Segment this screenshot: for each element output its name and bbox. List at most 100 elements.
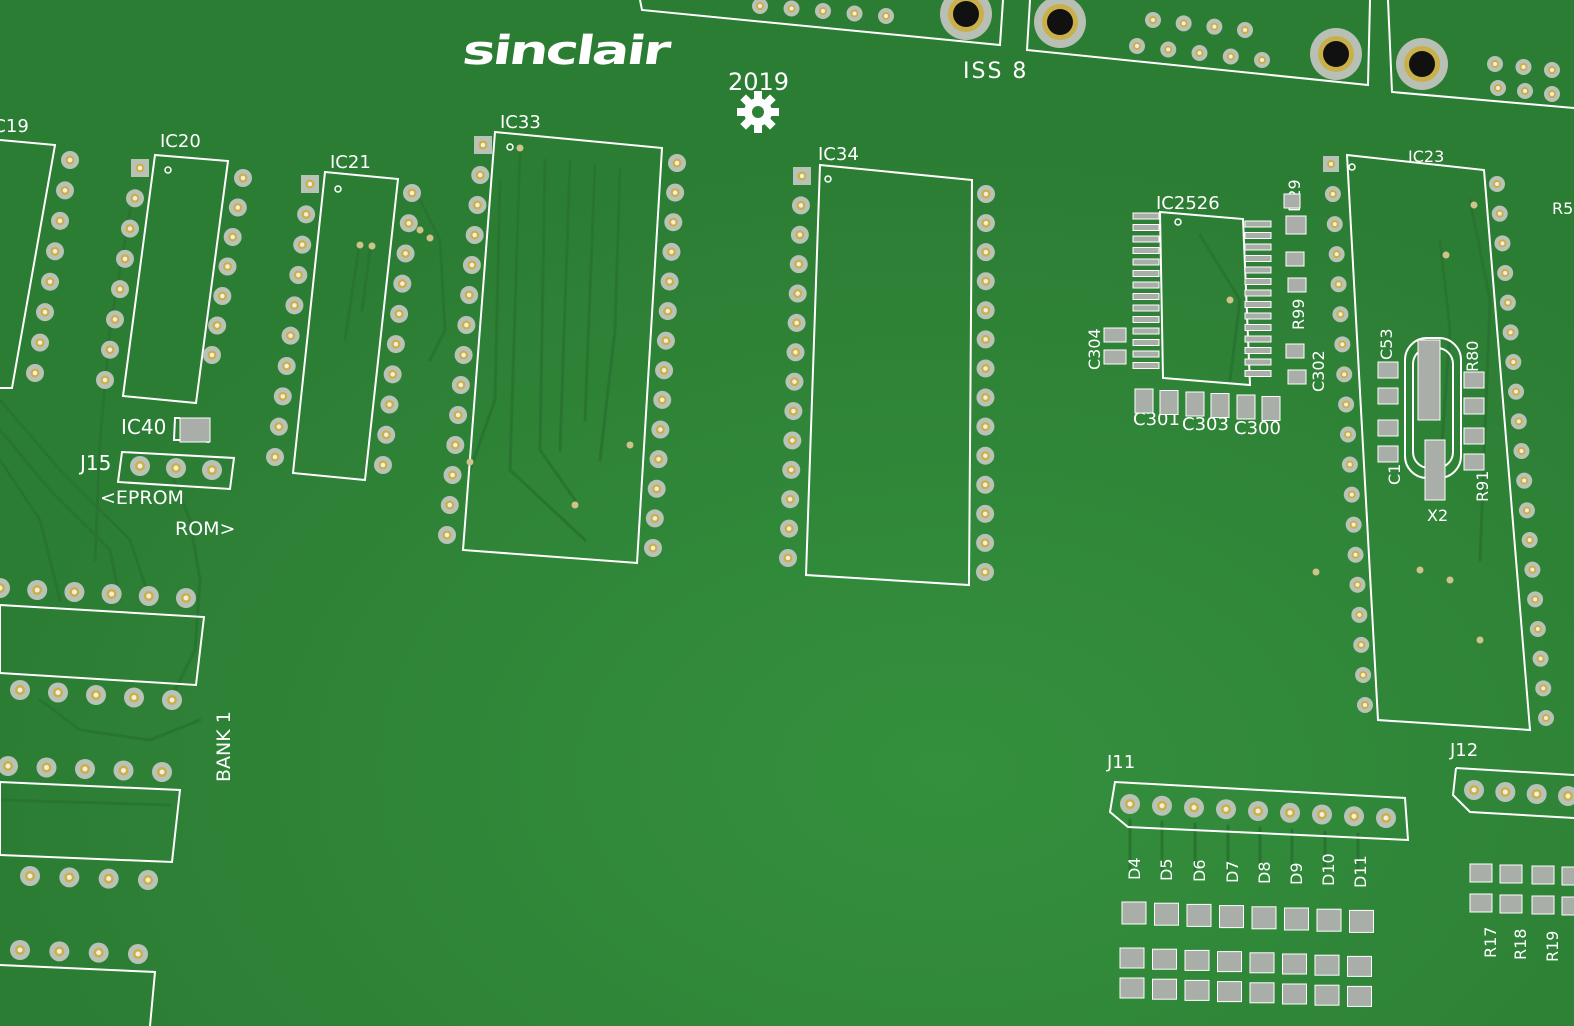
ic23-pin: [1489, 176, 1505, 192]
led-pad: [1249, 952, 1275, 974]
ic21-pin: [301, 175, 319, 193]
ic2526-leg: [1132, 258, 1160, 266]
ic23-pin: [1516, 472, 1533, 489]
ic33-pin: [649, 450, 668, 469]
led-pad: [1282, 983, 1307, 1005]
ic2526-leg: [1244, 220, 1272, 228]
cap-pad: [1261, 396, 1281, 421]
ic23-pin: [1332, 306, 1349, 323]
led-label-d7: D7: [1223, 861, 1242, 884]
j12-pin: [1526, 784, 1547, 804]
top-pin: [1206, 18, 1223, 35]
ic33-pin: [471, 166, 490, 184]
ic23-pin: [1518, 502, 1535, 519]
ic34-pin: [779, 549, 797, 567]
ic33-pin: [468, 196, 487, 214]
led-pad: [1154, 902, 1179, 926]
pin1-marker: [1348, 163, 1356, 171]
c304-label: C304: [1085, 328, 1104, 370]
ic33-pin: [446, 436, 465, 454]
ic19-pin: [61, 151, 79, 169]
j12-pin: [1558, 786, 1574, 806]
bank-pin: [152, 762, 172, 782]
bank-pin: [124, 687, 144, 708]
ic34-pin: [786, 343, 805, 362]
ic34-pin: [976, 504, 995, 523]
ic23-pin: [1497, 265, 1514, 281]
c304-pad: [1103, 349, 1127, 365]
via: [416, 226, 424, 234]
ic2526-leg: [1244, 243, 1272, 251]
pin1-marker: [334, 185, 342, 193]
ic33-pin: [668, 154, 686, 172]
j12-pin: [1495, 782, 1516, 802]
bank-pin: [98, 868, 119, 889]
ic2526-leg: [1132, 224, 1160, 231]
ic19-pin: [56, 181, 74, 200]
resistor-pad: [1469, 893, 1493, 913]
x2-pad: [1424, 439, 1446, 501]
ic2526-label: IC2526: [1156, 193, 1220, 214]
r5-label: R5: [1552, 199, 1573, 218]
ic34-label: IC34: [818, 144, 859, 165]
j11-pin: [1280, 802, 1300, 823]
led-pad: [1217, 981, 1242, 1003]
ic20-pin: [131, 159, 149, 177]
led-pad: [1119, 977, 1145, 999]
j11-pin: [1184, 797, 1204, 818]
r17-label: R17: [1481, 927, 1500, 958]
bank1-label: BANK 1: [213, 711, 235, 782]
ic21-pin: [399, 214, 418, 233]
ic23-pin: [1494, 235, 1511, 252]
c53-label: C53: [1377, 328, 1396, 360]
ic33-pin: [664, 213, 683, 232]
via: [1476, 636, 1484, 644]
top-pin: [1487, 56, 1503, 72]
ic2526-leg: [1132, 281, 1160, 289]
ic33-pin: [647, 479, 666, 498]
ic23-pin: [1338, 396, 1355, 413]
led-pad: [1152, 948, 1177, 970]
ic2526-leg: [1244, 255, 1272, 262]
via: [426, 234, 434, 242]
bank-pin: [59, 867, 80, 888]
ic23-pin: [1499, 294, 1516, 311]
ic20-pin: [111, 280, 129, 299]
ic40-label: IC40: [121, 415, 166, 439]
ic23-pin: [1527, 591, 1544, 608]
ic33-pin: [454, 346, 473, 364]
ic2526-leg: [1132, 362, 1160, 369]
top-pin: [815, 3, 831, 19]
top-connectors: [639, 0, 1574, 109]
ic21-pin: [266, 448, 284, 466]
ic23-pin: [1357, 697, 1373, 713]
c53-pad: [1377, 419, 1399, 437]
ic34-pin: [787, 313, 806, 332]
ic21-pin: [293, 235, 312, 254]
ic33-pin: [449, 406, 468, 424]
r80-pad: [1463, 427, 1485, 445]
ic34-pin: [791, 196, 810, 215]
ic20-pin: [101, 340, 119, 359]
j11-pin: [1344, 806, 1364, 827]
via: [1446, 576, 1454, 584]
j11-pin: [1248, 801, 1268, 821]
resistor-pad: [1469, 863, 1493, 883]
ic23-pin: [1326, 216, 1343, 233]
ic20-pin: [126, 189, 144, 208]
ic33-pin: [440, 496, 459, 514]
c302-pad: [1285, 343, 1305, 359]
c53-pad: [1377, 387, 1399, 405]
top-pin: [1145, 12, 1161, 28]
j11-pin: [1216, 799, 1236, 820]
ic21-pin: [277, 357, 296, 375]
ic21-pin: [281, 326, 300, 345]
ic23-pin: [1328, 246, 1345, 263]
via: [626, 441, 634, 449]
ic19-pin: [51, 211, 69, 230]
ic34-pin: [781, 490, 800, 509]
top-pin: [1237, 22, 1253, 38]
rom-label: ROM>: [175, 518, 235, 540]
ic34-pin: [976, 359, 995, 378]
ic33-label: IC33: [500, 112, 541, 133]
